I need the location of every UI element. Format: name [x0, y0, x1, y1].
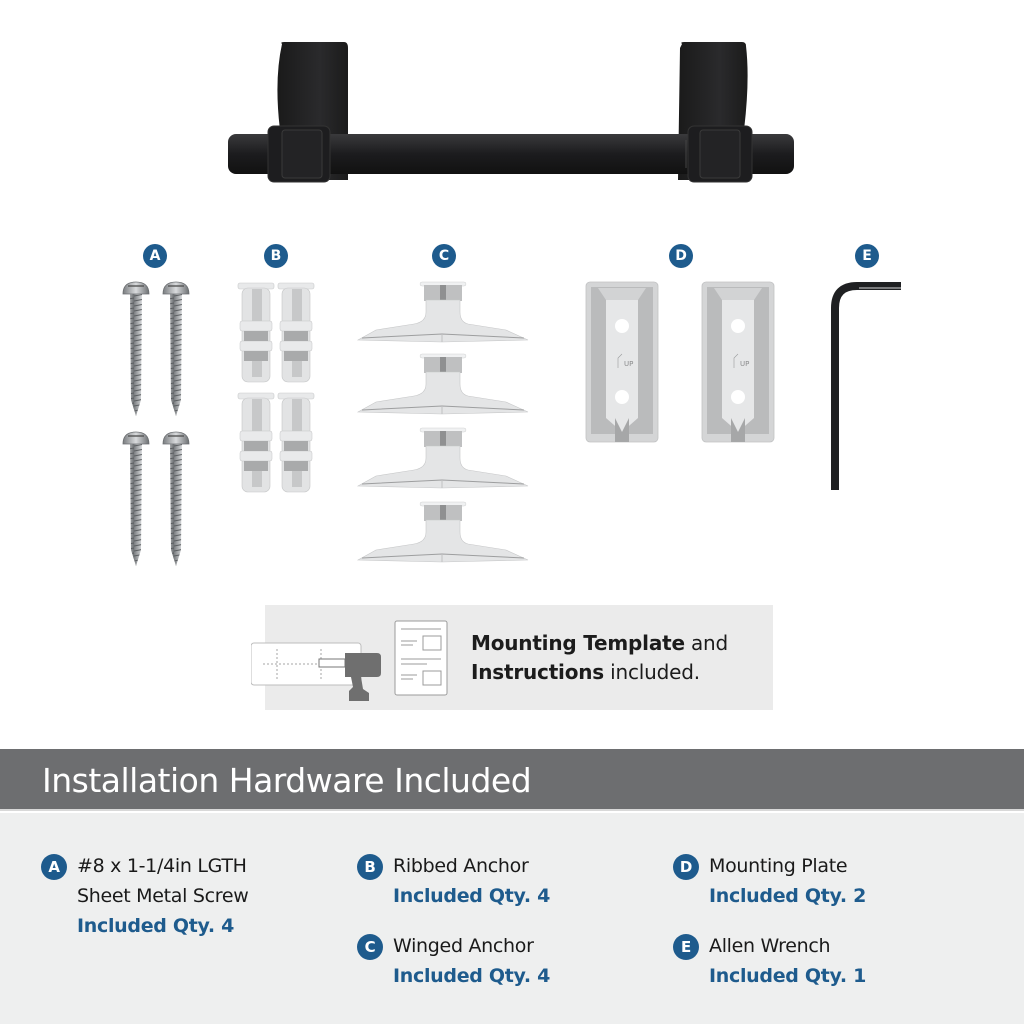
list-item-b: B Ribbed Anchor Included Qty. 4	[357, 851, 551, 911]
list-item-d: D Mounting Plate Included Qty. 2	[673, 851, 867, 911]
item-a-qty: Included Qty. 4	[77, 915, 235, 937]
badge-a-list: A	[41, 854, 67, 880]
instructions-bold: Instructions	[471, 660, 605, 684]
banner-title: Installation Hardware Included	[42, 761, 532, 800]
badge-c-list: C	[357, 934, 383, 960]
item-a-name-1: #8 x 1-1/4in LGTH	[77, 855, 247, 877]
screw-icon-group	[122, 281, 190, 567]
badge-b: B	[264, 244, 288, 268]
list-item-e: E Allen Wrench Included Qty. 1	[673, 931, 867, 991]
item-c-name: Winged Anchor	[393, 935, 534, 957]
item-e-name: Allen Wrench	[709, 935, 831, 957]
ribbed-anchor-icon-group	[237, 282, 315, 493]
badge-e-list: E	[673, 934, 699, 960]
winged-anchor-icon-group	[357, 281, 529, 563]
item-d-name: Mounting Plate	[709, 855, 848, 877]
badge-b-list: B	[357, 854, 383, 880]
badge-e: E	[855, 244, 879, 268]
badge-c: C	[432, 244, 456, 268]
item-e-qty: Included Qty. 1	[709, 965, 867, 987]
badge-a: A	[143, 244, 167, 268]
hardware-banner: Installation Hardware Included	[0, 749, 1024, 811]
list-item-c: C Winged Anchor Included Qty. 4	[357, 931, 551, 991]
template-bold: Mounting Template	[471, 631, 685, 655]
badge-d: D	[669, 244, 693, 268]
template-note-text: Mounting Template and Instructions inclu…	[471, 629, 728, 687]
mounting-plate-icon-group: UP	[585, 281, 775, 443]
allen-wrench-icon	[831, 282, 901, 490]
badge-d-list: D	[673, 854, 699, 880]
list-item-a: A #8 x 1-1/4in LGTH Sheet Metal Screw In…	[41, 851, 249, 941]
instructions-included: included.	[604, 660, 700, 684]
template-and: and	[684, 631, 729, 655]
item-a-name-2: Sheet Metal Screw	[77, 885, 249, 907]
item-c-qty: Included Qty. 4	[393, 965, 551, 987]
mounting-template-note: Mounting Template and Instructions inclu…	[251, 605, 773, 710]
item-b-name: Ribbed Anchor	[393, 855, 529, 877]
hardware-list-panel: A #8 x 1-1/4in LGTH Sheet Metal Screw In…	[0, 813, 1024, 1024]
item-d-qty: Included Qty. 2	[709, 885, 867, 907]
item-b-qty: Included Qty. 4	[393, 885, 551, 907]
drill-template-icon	[251, 620, 448, 701]
toilet-paper-holder-image	[228, 42, 794, 183]
